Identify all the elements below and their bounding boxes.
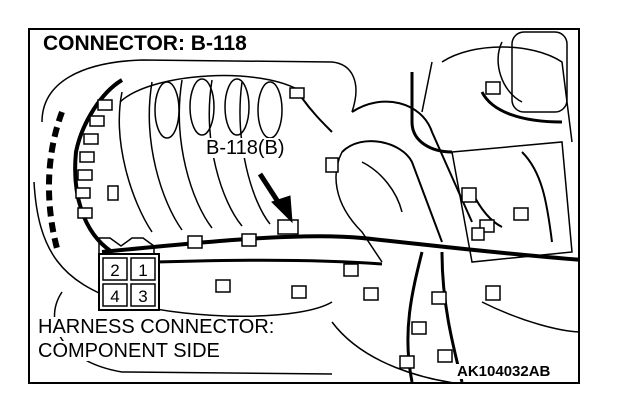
pin-1-label: 1 (138, 261, 147, 280)
pin-3-label: 3 (138, 287, 147, 306)
figure-code: AK104032AB (455, 363, 553, 380)
connector-face-diagram: 2 1 4 3 (98, 237, 160, 311)
connector-title: CONNECTOR: B-118 (40, 33, 250, 54)
engine-illustration: 2 1 4 3 (33, 31, 578, 382)
pin-4-label: 4 (110, 287, 119, 306)
component-side-label: COMPONENT SIDE (36, 340, 222, 362)
pin-2-label: 2 (110, 261, 119, 280)
harness-connector-label: HARNESS CONNECTOR: (36, 316, 277, 338)
connector-callout-label: B-118(B) (204, 137, 287, 159)
